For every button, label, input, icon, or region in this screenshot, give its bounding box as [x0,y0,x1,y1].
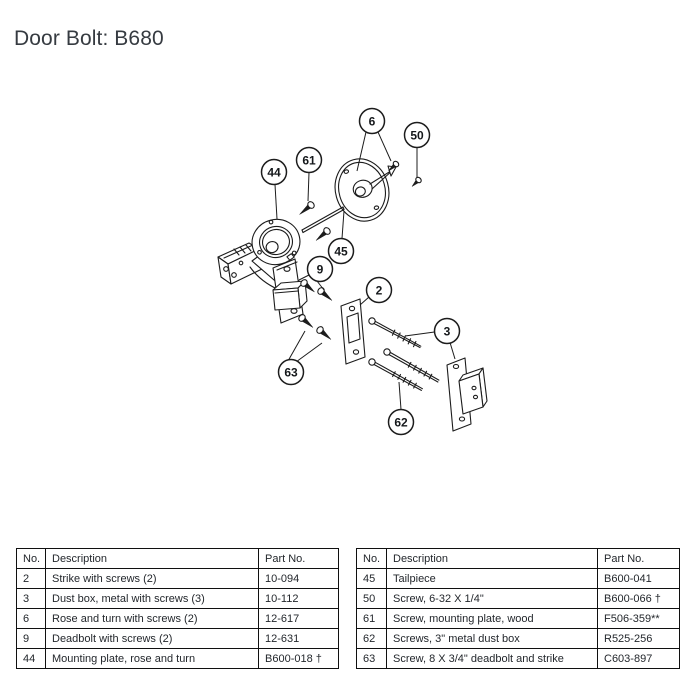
cell-no: 2 [16,568,46,589]
col-header-description: Description [45,548,259,569]
table-row: 61 Screw, mounting plate, wood F506-359*… [356,608,680,629]
callout-9: 9 [306,255,334,283]
svg-text:63: 63 [284,366,298,380]
callout-63: 63 [277,358,305,386]
cell-no: 63 [356,648,387,669]
leader-lines [274,131,456,410]
strike-screw-2 [316,326,332,340]
tailpiece-screw [411,176,422,187]
svg-text:9: 9 [317,263,324,277]
cell-part-no: C603-897 [597,648,680,669]
exploded-parts-diagram: 6 50 61 44 45 9 2 3 [217,107,488,436]
svg-text:2: 2 [376,284,383,298]
cell-no: 45 [356,568,387,589]
cell-description: Screw, 8 X 3/4" deadbolt and strike [386,648,598,669]
cell-description: Screw, mounting plate, wood [386,608,598,629]
table-row: 62 Screws, 3" metal dust box R525-256 [356,628,680,649]
cell-part-no: 12-631 [258,628,339,649]
cell-description: Dust box, metal with screws (3) [45,588,259,609]
rose-screw-left [315,227,331,241]
col-header-part-no: Part No. [597,548,680,569]
cell-description: Mounting plate, rose and turn [45,648,259,669]
cell-part-no: 12-617 [258,608,339,629]
cell-description: Strike with screws (2) [45,568,259,589]
table-row: 50 Screw, 6-32 X 1/4" B600-066 † [356,588,680,609]
col-header-no: No. [16,548,46,569]
cell-part-no: 10-112 [258,588,339,609]
svg-text:62: 62 [394,416,408,430]
svg-text:50: 50 [410,129,424,143]
callout-6: 6 [358,107,386,135]
callout-44: 44 [260,158,288,186]
cell-no: 6 [16,608,46,629]
cell-description: Rose and turn with screws (2) [45,608,259,629]
callout-61: 61 [295,146,323,174]
cell-no: 62 [356,628,387,649]
dust-box-part [446,357,488,432]
parts-table-left: No. Description Part No. 2 Strike with s… [16,548,339,669]
dust-box-screw-c [368,358,423,391]
table-row: 6 Rose and turn with screws (2) 12-617 [16,608,339,629]
callout-2: 2 [365,276,393,304]
table-header-row: No. Description Part No. [16,548,339,569]
cell-part-no: B600-018 † [258,648,339,669]
svg-text:45: 45 [334,245,348,259]
table-row: 3 Dust box, metal with screws (3) 10-112 [16,588,339,609]
cell-description: Deadbolt with screws (2) [45,628,259,649]
cell-no: 61 [356,608,387,629]
cell-part-no: R525-256 [597,628,680,649]
cell-part-no: F506-359** [597,608,680,629]
cell-no: 9 [16,628,46,649]
cell-no: 3 [16,588,46,609]
table-header-row: No. Description Part No. [356,548,680,569]
cell-no: 50 [356,588,387,609]
rose-and-turn-part [334,158,397,222]
cell-description: Screws, 3" metal dust box [386,628,598,649]
strike-plate-part [340,298,366,365]
table-row: 9 Deadbolt with screws (2) 12-631 [16,628,339,649]
cell-part-no: 10-094 [258,568,339,589]
table-row: 2 Strike with screws (2) 10-094 [16,568,339,589]
mounting-plate-part [251,218,301,266]
page-title: Door Bolt: B680 [14,27,164,50]
cell-no: 44 [16,648,46,669]
table-row: 63 Screw, 8 X 3/4" deadbolt and strike C… [356,648,680,669]
rose-screw-right [388,160,400,172]
callout-50: 50 [403,121,431,149]
deadbolt-screw-1 [300,279,315,293]
callout-62: 62 [387,408,415,436]
parts-table-right: No. Description Part No. 45 Tailpiece B6… [356,548,680,669]
table-row: 45 Tailpiece B600-041 [356,568,680,589]
svg-text:3: 3 [444,325,451,339]
table-row: 44 Mounting plate, rose and turn B600-01… [16,648,339,669]
mounting-plate-screw [299,201,315,215]
svg-text:61: 61 [302,154,316,168]
col-header-part-no: Part No. [258,548,339,569]
strike-screw-1 [298,314,314,328]
callout-45: 45 [327,237,355,265]
tailpiece-part [301,206,345,234]
cell-description: Screw, 6-32 X 1/4" [386,588,598,609]
dust-box-screw-a [368,317,422,349]
col-header-no: No. [356,548,387,569]
col-header-description: Description [386,548,598,569]
cell-part-no: B600-066 † [597,588,680,609]
cell-part-no: B600-041 [597,568,680,589]
callout-3: 3 [433,317,461,345]
dust-box-screw-b [383,348,440,383]
svg-text:6: 6 [369,115,376,129]
deadbolt-screw-2 [317,287,333,301]
svg-text:44: 44 [267,166,281,180]
cell-description: Tailpiece [386,568,598,589]
